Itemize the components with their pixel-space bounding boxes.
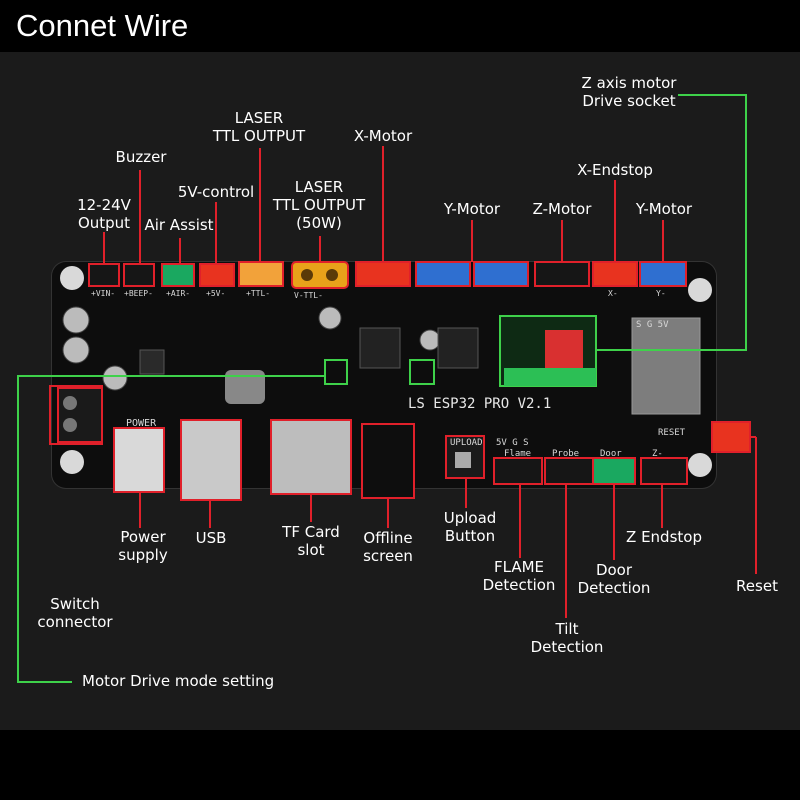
label-reset: Reset <box>736 577 778 595</box>
silk-vin: +VIN- <box>91 289 116 298</box>
mounting-hole <box>688 453 712 477</box>
label-x-endstop: X-Endstop <box>577 161 653 179</box>
jumper-highlight <box>324 359 348 385</box>
capacitor <box>62 306 90 334</box>
label-y-motor-1: Y-Motor <box>443 200 501 218</box>
esp32-module <box>631 317 701 415</box>
silk-z-minus: Z- <box>652 449 663 459</box>
silk-air: +AIR- <box>166 289 191 298</box>
connector-x-endstop <box>592 261 638 287</box>
power-jack <box>113 427 165 493</box>
capacitor <box>62 336 90 364</box>
silk-upload: UPLOAD <box>450 438 483 448</box>
footer-bar <box>0 730 800 800</box>
dip-switch <box>545 330 583 368</box>
dip-header <box>504 368 596 386</box>
label-z-endstop: Z Endstop <box>626 528 702 546</box>
leader-lines-red <box>103 146 757 618</box>
xt-pin <box>301 269 313 281</box>
silk-door: Door <box>600 449 622 459</box>
label-y-motor-2: Y-Motor <box>635 200 693 218</box>
board-components <box>49 306 701 445</box>
label-x-motor: X-Motor <box>353 127 413 145</box>
silk-beep: +BEEP- <box>124 289 153 298</box>
tf-card-slot <box>270 419 352 495</box>
xt-pin <box>326 269 338 281</box>
connector-flame <box>493 457 543 485</box>
silk-flame: Flame <box>504 449 532 459</box>
board-model-text: LS ESP32 PRO V2.1 <box>408 396 552 412</box>
heatsink <box>359 327 401 369</box>
silk-probe: Probe <box>552 449 580 459</box>
leader-lines-green <box>17 94 747 683</box>
heatsink <box>437 327 479 369</box>
connector-z-motor <box>534 261 590 287</box>
connector-y-motor-1 <box>415 261 471 287</box>
capacitor <box>318 306 342 330</box>
capacitor <box>419 329 441 351</box>
offline-screen-connector <box>361 423 415 499</box>
terminal-screw <box>63 418 77 432</box>
crystal <box>225 370 265 404</box>
mounting-hole <box>60 450 84 474</box>
upload-switch <box>455 452 471 468</box>
label-usb: USB <box>195 529 227 547</box>
capacitor <box>102 365 128 391</box>
silk-power: POWER <box>126 418 157 429</box>
silk-y-minus: Y- <box>656 289 666 298</box>
connector-laser-ttl <box>238 261 284 287</box>
silk-x-minus: X- <box>608 289 618 298</box>
label-motor-drive-mode: Motor Drive mode setting <box>82 672 275 690</box>
switch-connector-highlight <box>49 385 103 445</box>
bottom-components <box>113 419 751 501</box>
silk-sgs5v: S G 5V <box>636 320 669 330</box>
silk-ttl: +TTL- <box>246 289 271 298</box>
silk-reset: RESET <box>658 428 686 438</box>
connector-door <box>592 457 636 485</box>
connector-x-motor <box>355 261 411 287</box>
page-title: Connet Wire <box>16 8 189 43</box>
connector-reset <box>711 421 751 453</box>
connector-buzzer <box>123 263 155 287</box>
connector-12-24v <box>88 263 120 287</box>
mounting-hole <box>60 266 84 290</box>
silk-ttl50: V-TTL- <box>294 291 323 300</box>
connector-y-motor-1b <box>473 261 529 287</box>
header-bar: Connet Wire <box>0 0 800 52</box>
connector-y-motor-2 <box>639 261 687 287</box>
label-5v-control: 5V-control <box>177 183 255 201</box>
silk-5v: +5V- <box>206 289 226 298</box>
connector-probe <box>544 457 594 485</box>
silk-5vgs: 5V G S <box>496 438 529 448</box>
label-buzzer: Buzzer <box>115 148 167 166</box>
mounting-hole <box>688 278 712 302</box>
connector-5v-control <box>199 263 235 287</box>
label-z-motor: Z-Motor <box>532 200 592 218</box>
inductor <box>139 349 165 375</box>
connector-air-assist <box>161 263 195 287</box>
jumper-highlight <box>409 359 435 385</box>
terminal-screw <box>63 396 77 410</box>
switch-connector-block <box>57 387 103 443</box>
label-air-assist: Air Assist <box>144 216 214 234</box>
connector-laser-50w <box>291 261 349 289</box>
connector-z-endstop <box>640 457 688 485</box>
top-connectors <box>88 261 687 289</box>
usb-port <box>180 419 242 501</box>
